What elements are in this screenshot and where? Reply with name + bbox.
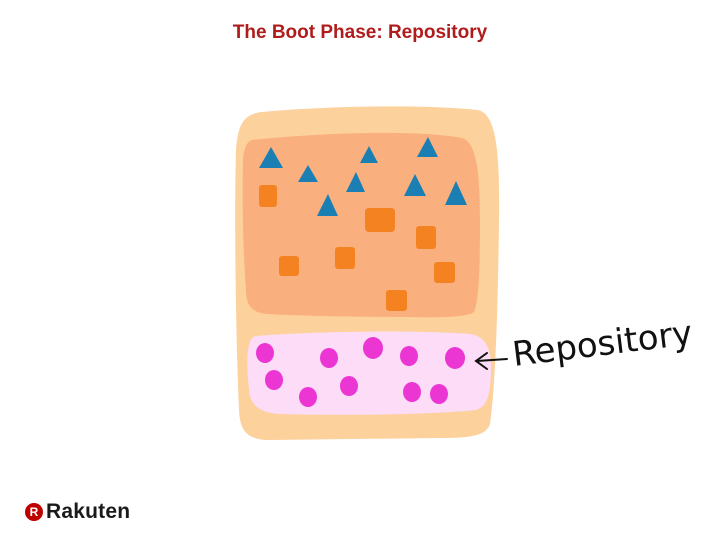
dot-marker: [320, 348, 338, 368]
triangle-marker: [445, 181, 467, 205]
triangle-marker: [346, 172, 365, 192]
dot-marker: [256, 343, 274, 363]
dot-markers: [256, 337, 465, 407]
arrow-head: [474, 352, 488, 370]
triangle-marker: [259, 147, 283, 168]
square-marker: [335, 247, 355, 269]
triangle-marker: [360, 146, 378, 163]
dot-marker: [363, 337, 383, 359]
slide-title: The Boot Phase: Repository: [232, 22, 488, 43]
square-marker: [434, 262, 455, 283]
square-marker: [386, 290, 407, 311]
dot-marker: [430, 384, 448, 404]
square-markers: [259, 185, 455, 311]
triangle-marker: [404, 174, 426, 196]
triangle-marker: [298, 165, 318, 182]
rakuten-logo-text: Rakuten: [46, 500, 131, 523]
square-marker: [416, 226, 436, 249]
triangle-marker: [317, 194, 338, 216]
triangle-markers: [259, 137, 467, 216]
arrow-shaft: [476, 358, 508, 362]
square-marker: [279, 256, 299, 276]
annotation-arrow: [474, 352, 508, 370]
triangle-marker: [417, 137, 438, 157]
dot-marker: [265, 370, 283, 390]
dot-marker: [445, 347, 465, 369]
dot-marker: [299, 387, 317, 407]
square-marker: [365, 208, 395, 232]
repository-annotation: Repository: [510, 313, 694, 375]
dot-marker: [400, 346, 418, 366]
dot-marker: [340, 376, 358, 396]
rakuten-logo-mark: R: [25, 503, 43, 521]
square-marker: [259, 185, 277, 207]
dot-marker: [403, 382, 421, 402]
rakuten-logo: R Rakuten: [25, 500, 130, 524]
